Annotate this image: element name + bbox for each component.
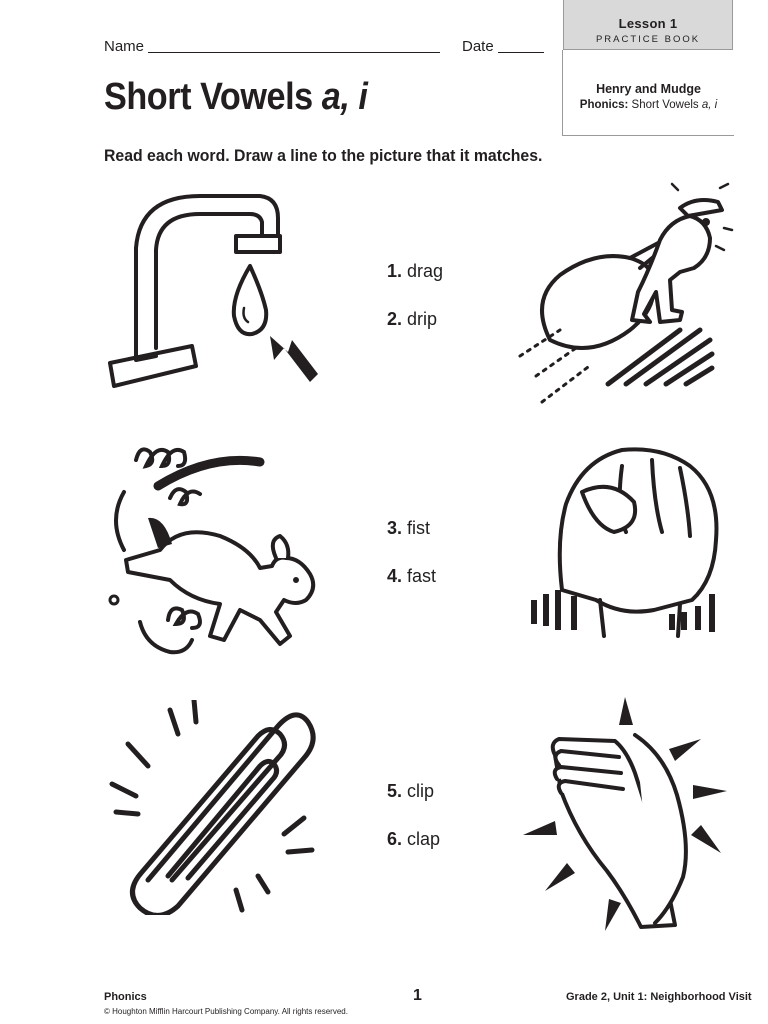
practice-book-label: PRACTICE BOOK xyxy=(595,34,701,45)
word-number: 2. xyxy=(387,309,403,329)
clapping-hands-icon[interactable] xyxy=(515,695,735,935)
name-field[interactable] xyxy=(148,52,440,53)
word-text: drag xyxy=(407,261,444,281)
word-item-6[interactable]: 6. clap xyxy=(387,829,440,850)
lesson-title: Lesson 1 xyxy=(618,16,678,31)
name-label: Name xyxy=(104,38,145,55)
man-dragging-sack-icon[interactable] xyxy=(510,180,735,410)
word-number: 6. xyxy=(387,829,403,849)
lesson-box: Lesson 1 PRACTICE BOOK xyxy=(563,0,733,50)
word-item-5[interactable]: 5. clip xyxy=(387,781,434,802)
skill-label: Phonics: xyxy=(579,99,629,111)
skill-letters: a, i xyxy=(701,99,718,111)
title-main: Short Vowels xyxy=(104,76,313,118)
skill-line: Phonics: Short Vowels a, i xyxy=(563,99,734,111)
footer-subject: Phonics xyxy=(104,991,147,1003)
word-text: clip xyxy=(407,781,435,801)
paper-clip-icon[interactable] xyxy=(108,700,323,915)
word-text: fast xyxy=(407,566,437,586)
story-info-box: Henry and Mudge Phonics: Short Vowels a,… xyxy=(562,50,734,136)
page-number: 1 xyxy=(413,987,422,1004)
instructions: Read each word. Draw a line to the pictu… xyxy=(104,146,543,165)
word-item-3[interactable]: 3. fist xyxy=(387,518,430,539)
word-item-2[interactable]: 2. drip xyxy=(387,309,437,330)
word-number: 5. xyxy=(387,781,403,801)
word-number: 1. xyxy=(387,261,403,281)
date-label: Date xyxy=(462,38,494,55)
title-letters: a, i xyxy=(321,76,368,118)
date-field[interactable] xyxy=(498,52,544,53)
story-title: Henry and Mudge xyxy=(596,82,701,96)
word-text: clap xyxy=(407,829,441,849)
word-text: fist xyxy=(407,518,431,538)
word-number: 3. xyxy=(387,518,403,538)
skill-value: Short Vowels xyxy=(631,99,699,111)
page-title: Short Vowels a, i xyxy=(104,76,368,119)
word-item-4[interactable]: 4. fast xyxy=(387,566,436,587)
footer-unit: Grade 2, Unit 1: Neighborhood Visit xyxy=(566,991,752,1003)
word-number: 4. xyxy=(387,566,403,586)
copyright: © Houghton Mifflin Harcourt Publishing C… xyxy=(104,1007,348,1016)
faucet-drip-icon[interactable] xyxy=(100,188,330,403)
running-dog-icon[interactable] xyxy=(100,440,325,665)
word-text: drip xyxy=(407,309,438,329)
word-item-1[interactable]: 1. drag xyxy=(387,261,443,282)
fist-icon[interactable] xyxy=(522,440,727,645)
